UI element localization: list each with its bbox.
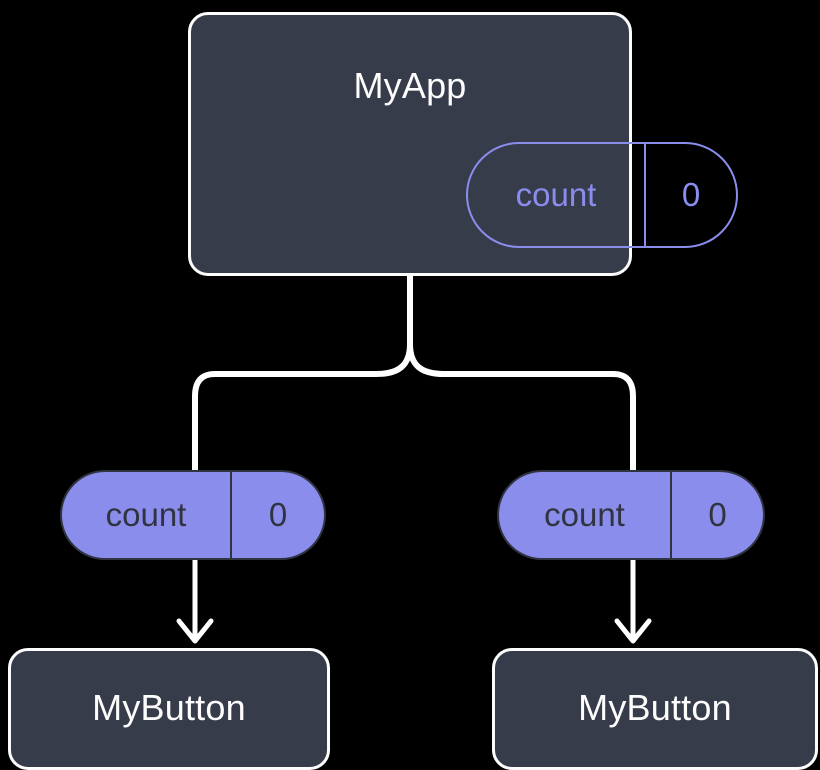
state-pill-consumer-right-key: count (499, 472, 672, 558)
component-node-myapp[interactable]: MyApp count 0 (188, 12, 738, 276)
state-pill-root-key: count (468, 144, 646, 246)
component-node-mybutton-right[interactable]: MyButton (492, 648, 818, 770)
arrow-left-head-icon (176, 618, 214, 644)
component-title-myapp: MyApp (353, 65, 467, 106)
state-pill-root-value: 0 (681, 176, 701, 213)
state-pill-consumer-right-value: 0 (708, 496, 727, 533)
state-pill-consumer-left-key: count (62, 472, 232, 558)
state-pill-consumer-left-value: 0 (268, 496, 288, 533)
state-pill-consumer-left[interactable]: count 0 (60, 470, 326, 560)
component-node-mybutton-left[interactable]: MyButton (8, 648, 330, 770)
fork-connector-left-branch (192, 341, 413, 475)
component-title-mybutton-right: MyButton (578, 687, 732, 728)
state-pill-root[interactable]: count 0 (466, 142, 738, 248)
arrow-right-head-icon (614, 618, 652, 644)
state-pill-consumer-right[interactable]: count 0 (497, 470, 765, 560)
component-title-mybutton-left: MyButton (92, 687, 246, 728)
fork-connector-right-branch (407, 341, 636, 475)
